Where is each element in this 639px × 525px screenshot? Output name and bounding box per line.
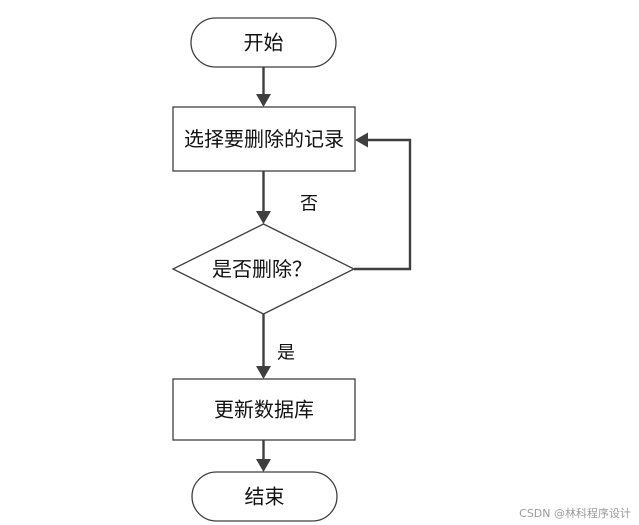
select-record-node: 选择要删除的记录	[172, 106, 356, 172]
edge-label-no: 否	[300, 194, 318, 215]
arrow-loop-back	[354, 132, 412, 271]
end-node: 结束	[191, 471, 338, 522]
update-database-label: 更新数据库	[214, 398, 314, 422]
start-node: 开始	[190, 17, 337, 68]
arrowhead	[256, 94, 271, 107]
arrowhead	[355, 132, 368, 148]
arrowhead	[256, 459, 271, 472]
arrow-select-to-decision	[256, 171, 271, 224]
arrowhead	[256, 211, 271, 224]
decision-label: 是否删除？	[212, 257, 312, 281]
arrow-update-to-end	[256, 440, 271, 472]
end-shape	[191, 471, 338, 522]
end-label: 结束	[245, 485, 285, 509]
edge-label-yes: 是	[277, 343, 295, 364]
watermark-text: CSDN @林科程序设计	[519, 507, 631, 520]
update-database-node: 更新数据库	[172, 378, 356, 441]
connector-line	[354, 138, 412, 271]
select-record-shape	[172, 106, 356, 172]
start-label: 开始	[244, 31, 284, 55]
arrow-start-to-select	[256, 67, 271, 107]
decision-node: 是否删除？	[171, 223, 356, 315]
arrow-decision-to-update	[256, 314, 271, 379]
arrowhead	[256, 366, 271, 379]
update-database-shape	[172, 378, 356, 441]
select-record-label: 选择要删除的记录	[184, 127, 344, 151]
